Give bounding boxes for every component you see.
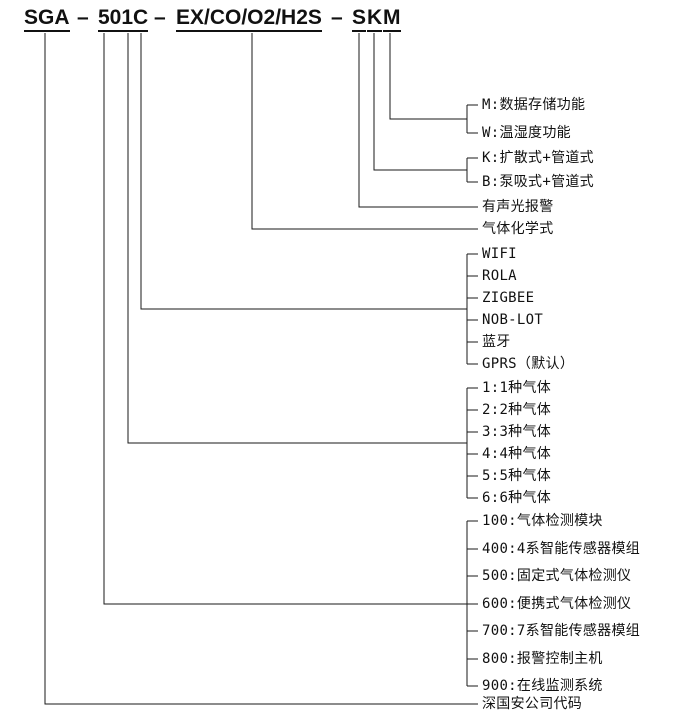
comm-option-wifi: WIFI — [482, 246, 517, 262]
series-option-700: 700:7系智能传感器模组 — [482, 623, 641, 639]
gas-count-option-2: 2:2种气体 — [482, 402, 552, 418]
alarm-label: 有声光报警 — [482, 199, 554, 215]
model-segment-suffix-s: S — [352, 7, 367, 32]
comm-option-rola: ROLA — [482, 268, 517, 284]
series-option-900: 900:在线监测系统 — [482, 678, 603, 694]
gas-formula-label: 气体化学式 — [482, 221, 554, 237]
series-option-800: 800:报警控制主机 — [482, 651, 603, 667]
option-label-temp-humidity: W:温湿度功能 — [482, 125, 571, 141]
line-gas-formula-branch — [251, 33, 478, 230]
option-label-diffusion: K:扩散式+管道式 — [482, 150, 594, 166]
bracket-comm-group — [466, 253, 478, 365]
line-series-branch — [103, 33, 467, 605]
comm-option-bluetooth: 蓝牙 — [482, 334, 511, 350]
series-option-100: 100:气体检测模块 — [482, 513, 603, 529]
model-segment-suffix-k: K — [367, 7, 383, 32]
model-segment-gases: EX/CO/O2/H2S — [176, 7, 322, 32]
bracket-gas-count-group — [466, 387, 478, 499]
comm-option-gprs: GPRS（默认） — [482, 356, 575, 372]
bracket-storage-group — [466, 104, 478, 134]
gas-count-option-1: 1:1种气体 — [482, 380, 552, 396]
line-comm-branch — [140, 33, 467, 310]
comm-option-zigbee: ZIGBEE — [482, 290, 535, 306]
gas-count-option-3: 3:3种气体 — [482, 424, 552, 440]
series-option-400: 400:4系智能传感器模组 — [482, 541, 641, 557]
model-segment-series: 501C — [98, 7, 149, 32]
gas-count-option-5: 5:5种气体 — [482, 468, 552, 484]
option-label-data-storage: M:数据存储功能 — [482, 97, 586, 113]
option-label-pump: B:泵吸式+管道式 — [482, 174, 594, 190]
line-suffix-s-branch — [358, 33, 478, 208]
series-option-600: 600:便携式气体检测仪 — [482, 596, 632, 612]
model-segment-company: SGA — [24, 7, 70, 32]
gas-count-option-4: 4:4种气体 — [482, 446, 552, 462]
line-gas-count-branch — [127, 33, 467, 444]
bracket-sampling-group — [466, 157, 478, 183]
model-segment-suffix-m: M — [383, 7, 401, 32]
bracket-series-group — [466, 520, 478, 687]
comm-option-nob-lot: NOB-LOT — [482, 312, 544, 328]
line-suffix-k-branch — [373, 33, 467, 171]
line-company-branch — [44, 33, 478, 705]
model-separator: – — [77, 6, 89, 29]
gas-count-option-6: 6:6种气体 — [482, 490, 552, 506]
model-separator: – — [331, 6, 343, 29]
line-suffix-m-branch — [389, 33, 467, 120]
series-option-500: 500:固定式气体检测仪 — [482, 568, 632, 584]
company-code-label: 深国安公司代码 — [482, 696, 583, 712]
model-separator: – — [154, 6, 166, 29]
